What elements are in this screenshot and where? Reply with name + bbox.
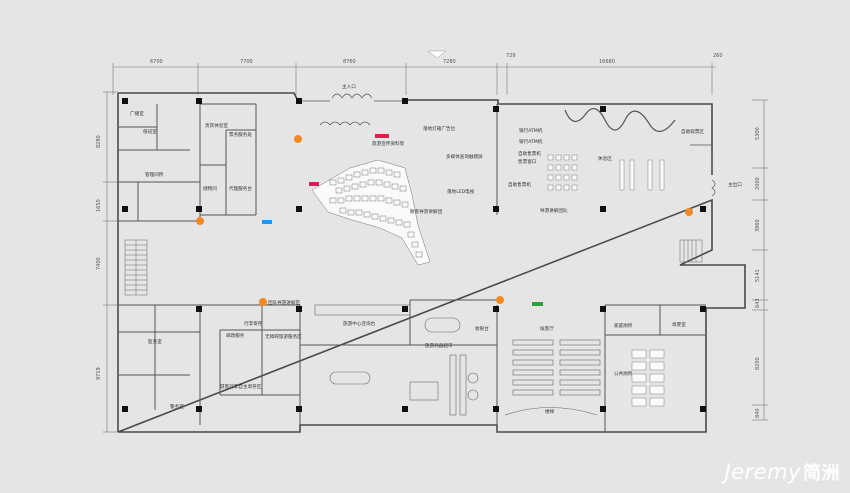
label-shop: 旅游商品超市 <box>425 342 453 349</box>
label-police: 警务室 <box>170 403 184 410</box>
label-exit: 主出口 <box>728 181 742 188</box>
label-service-center: 旅游中心咨询台 <box>343 320 376 327</box>
stairs-right <box>679 239 703 263</box>
interior-walls <box>118 103 706 432</box>
shop-fixtures <box>314 304 479 416</box>
watermark-cjk: 简洲 <box>803 463 840 484</box>
dim-top-5: 729 <box>506 53 516 59</box>
green-marker <box>532 302 543 306</box>
orange-marker <box>496 296 504 304</box>
label-storage2: 行李寄存 <box>244 320 263 327</box>
north-marker-icon <box>427 50 447 59</box>
label-atm2: 银行ATM机 <box>519 138 543 145</box>
wayfinding-markers <box>196 134 693 306</box>
dimension-line-top <box>112 63 716 95</box>
label-agency-service: 票务服务处 <box>229 131 252 138</box>
dim-top-6: 16680 <box>599 59 615 65</box>
dim-right-7: 840 <box>755 408 761 418</box>
label-mgmt-room: 管理间所 <box>145 171 164 178</box>
dim-right-3: 3960 <box>755 219 761 232</box>
watermark-latin: Jeremy <box>724 460 801 484</box>
label-atm1: 银行ATM机 <box>519 127 543 134</box>
label-agency-service2: 代理服务台 <box>229 185 252 192</box>
label-info-desk: 旅游宣传资料架 <box>372 140 405 147</box>
label-guide-left: 团队导游讲解区 <box>268 299 301 306</box>
entrance-doors <box>300 93 716 197</box>
label-guide-mid: 散客导游讲解团 <box>410 208 443 215</box>
label-luggage: 游客行李自主寄存区 <box>220 383 262 390</box>
label-guide-board: 导游讲解团队 <box>540 207 568 214</box>
structural-columns <box>122 98 706 412</box>
label-self-ticket2: 自助售票机 <box>508 181 531 188</box>
magenta-marker <box>309 182 319 186</box>
stairs-left <box>124 239 148 296</box>
label-waiting: 候客厅 <box>540 325 554 332</box>
label-mother: 母婴室 <box>672 321 686 328</box>
orange-marker <box>294 135 302 143</box>
central-exhibit-cluster <box>311 159 431 266</box>
dim-left-4: 9719 <box>96 367 102 380</box>
label-first-aid: 医务室 <box>148 338 162 345</box>
dim-right-5: 643 <box>755 298 761 308</box>
label-storage: 储物间 <box>203 185 217 192</box>
dim-right-4: 5141 <box>755 269 761 282</box>
label-stairs: 楼梯 <box>545 408 555 415</box>
dim-top-2: 7700 <box>240 59 253 65</box>
dim-right-2: 2000 <box>755 177 761 190</box>
label-rest-area: 休息区 <box>598 155 612 162</box>
label-postal: 邮政服务 <box>226 332 245 339</box>
label-family: 家庭厕所 <box>614 322 633 329</box>
label-screen-ad: 落地灯箱广告位 <box>423 125 456 132</box>
waiting-hall-seats <box>504 339 601 416</box>
dim-left-1: 8280 <box>96 135 102 148</box>
label-display: 多媒体查询触摸屏 <box>446 153 483 160</box>
label-accessible: 无障碍旅游服务区 <box>265 333 302 340</box>
dim-top-3: 8760 <box>343 59 356 65</box>
orange-marker <box>685 208 693 216</box>
label-vip: 贵宾休息室 <box>205 122 228 129</box>
label-ticket-window: 售票窗口 <box>518 158 537 165</box>
label-cashier: 收银台 <box>475 325 489 332</box>
label-broadcast: 广播室 <box>130 110 144 117</box>
red-marker <box>375 134 389 138</box>
rest-area-seats <box>547 154 665 191</box>
dim-top-4: 7280 <box>443 59 456 65</box>
label-self-reg: 自助取票区 <box>681 128 704 135</box>
label-public-wc: 公共厕所 <box>614 370 633 377</box>
label-office: 值班室 <box>143 128 157 135</box>
dim-top-1: 6700 <box>150 59 163 65</box>
label-entrance: 主入口 <box>342 83 356 90</box>
public-toilet-fixtures <box>631 349 665 407</box>
dimension-line-left <box>103 91 118 433</box>
dim-top-7: 260 <box>713 53 723 59</box>
dim-left-3: 7400 <box>96 257 102 270</box>
blue-marker <box>262 220 272 224</box>
dim-right-6: 8200 <box>755 357 761 370</box>
orange-marker <box>196 217 204 225</box>
label-selfticket: 自助售票机 <box>518 150 541 157</box>
curved-feature-wall <box>564 108 676 132</box>
dim-left-2: 1650 <box>96 199 102 212</box>
label-led: 落地LED电视 <box>447 188 475 195</box>
dimension-line-right <box>752 99 768 421</box>
orange-marker <box>259 298 267 306</box>
dim-right-1: 5300 <box>755 127 761 140</box>
